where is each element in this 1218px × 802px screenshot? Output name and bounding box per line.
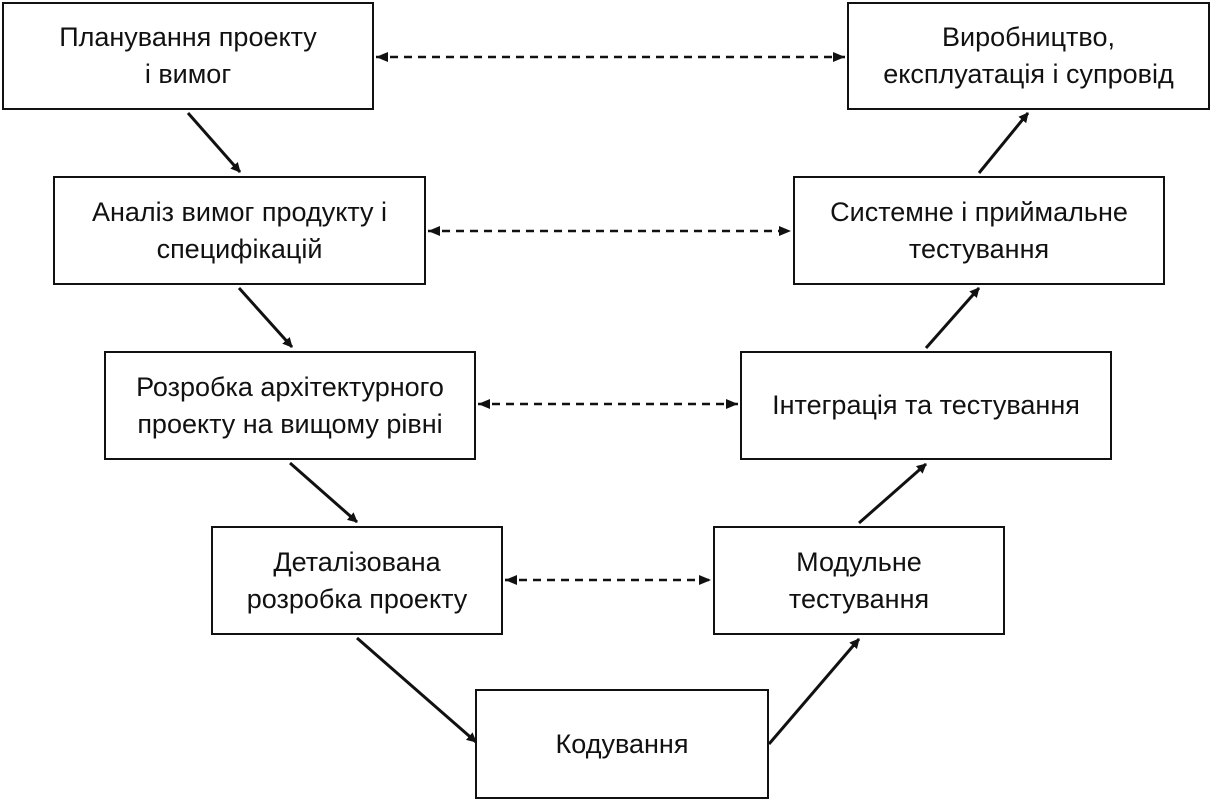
flow-arrow-arch-to-detailed: [289, 461, 358, 524]
flow-arrow-unit-test-to-integration: [858, 462, 927, 525]
flow-arrow-integration-to-system-test: [924, 287, 981, 349]
node-integration: Інтеграція та тестування: [740, 351, 1112, 460]
flow-arrow-detailed-to-coding: [356, 636, 477, 744]
node-arch-label: Розробка архітектурного проекту на вищом…: [136, 371, 444, 439]
flow-arrow-planning-to-analysis: [186, 112, 242, 173]
node-detailed-label: Деталізована розробка проекту: [246, 546, 468, 614]
node-detailed: Деталізована розробка проекту: [211, 526, 503, 635]
node-production: Виробництво, експлуатація і супровід: [847, 2, 1210, 110]
node-unit-test-label: Модульне тестування: [788, 546, 930, 614]
node-integration-label: Інтеграція та тестування: [772, 390, 1080, 420]
node-coding-label: Кодування: [555, 728, 689, 759]
flow-arrow-analysis-to-arch: [237, 286, 294, 349]
node-analysis: Аналіз вимог продукту і специфікацій: [53, 176, 426, 285]
node-planning: Планування проекту і вимог: [2, 2, 374, 110]
node-system-test-label: Системне і приймальне тестування: [830, 196, 1128, 264]
node-production-label: Виробництво, експлуатація і супровід: [883, 22, 1174, 89]
node-analysis-label: Аналіз вимог продукту і специфікацій: [91, 196, 388, 264]
node-unit-test: Модульне тестування: [713, 526, 1005, 635]
flow-arrow-system-test-to-production: [977, 112, 1030, 174]
node-arch: Розробка архітектурного проекту на вищом…: [104, 351, 476, 460]
flow-arrow-coding-to-unit-test: [767, 638, 861, 745]
node-planning-label: Планування проекту і вимог: [59, 22, 317, 89]
node-system-test: Системне і приймальне тестування: [793, 176, 1165, 285]
node-coding: Кодування: [475, 689, 769, 799]
